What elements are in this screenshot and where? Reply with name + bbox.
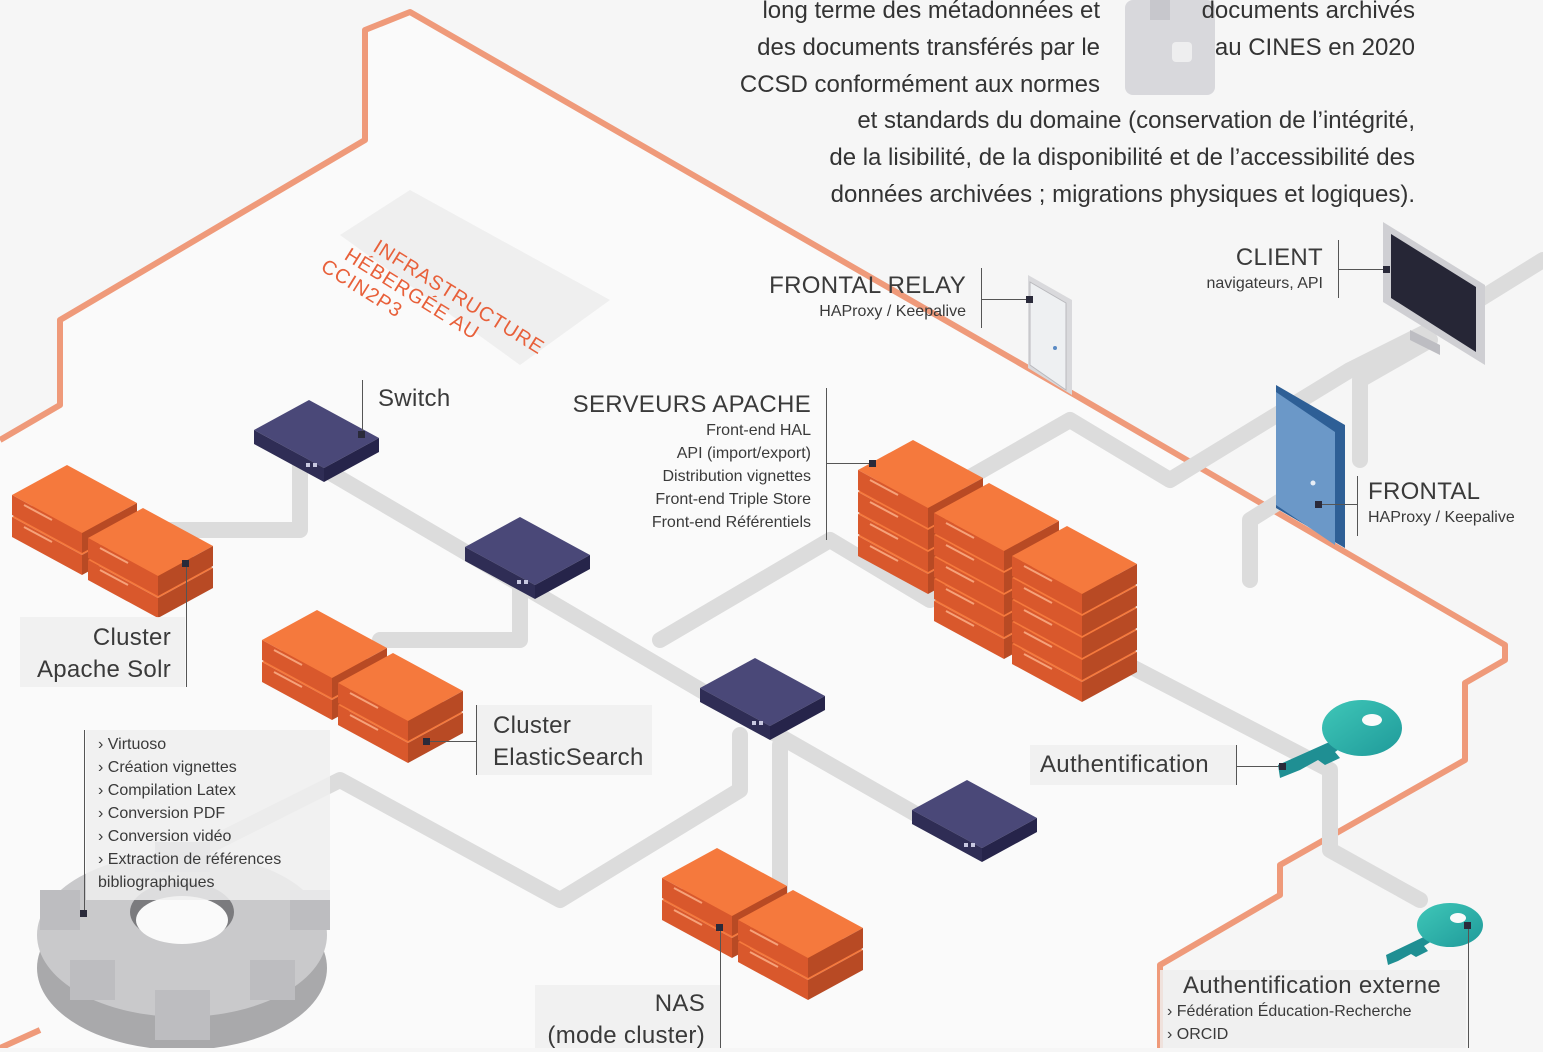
server-icon xyxy=(88,508,213,596)
processing-item: › Compilation Latex xyxy=(98,782,236,799)
archive-icon xyxy=(1125,0,1215,95)
elastic-line: Cluster xyxy=(493,712,572,739)
key-icon-auth xyxy=(1278,700,1402,778)
key-icon-external xyxy=(1386,903,1483,965)
intro-line: documents archivés xyxy=(1201,0,1415,24)
apache-item: Distribution vignettes xyxy=(662,468,811,485)
client-title: CLIENT xyxy=(1235,244,1323,271)
apache-title: SERVEURS APACHE xyxy=(572,391,811,418)
intro-right: documents archivés au CINES en 2020 xyxy=(1110,0,1415,66)
solr-label: Cluster Apache Solr xyxy=(37,622,171,686)
intro-bottom: et standards du domaine (conservation de… xyxy=(700,102,1415,213)
frontal-relay-subtitle: HAProxy / Keepalive xyxy=(819,303,966,320)
solr-line: Apache Solr xyxy=(36,656,171,683)
auth-external-label: Authentification externe › Fédération Éd… xyxy=(1167,972,1441,1046)
auth-external-title: Authentification externe xyxy=(1183,972,1442,999)
solr-line: Cluster xyxy=(92,624,171,651)
zone-label-plate xyxy=(340,190,610,365)
frontal-title: FRONTAL xyxy=(1368,478,1481,505)
switch-icon xyxy=(700,658,825,740)
processing-item: › Conversion PDF xyxy=(98,805,226,822)
elastic-label: Cluster ElasticSearch xyxy=(493,710,644,774)
apache-item: API (import/export) xyxy=(676,445,811,462)
intro-line: de la lisibilité, de la disponibilité et… xyxy=(829,144,1415,171)
intro-left: long terme des métadonnées et des docume… xyxy=(640,0,1100,103)
intro-line: et standards du domaine (conservation de… xyxy=(857,107,1415,134)
auth-external-item: › Fédération Éducation-Recherche xyxy=(1167,1003,1412,1020)
client-subtitle: navigateurs, API xyxy=(1206,275,1323,292)
processing-item: bibliographiques xyxy=(98,874,215,891)
frontal-relay-label: FRONTAL RELAY HAProxy / Keepalive xyxy=(769,272,966,323)
nas-label: NAS (mode cluster) xyxy=(547,988,705,1052)
zone-border-bottom xyxy=(0,1027,42,1048)
intro-line: des documents transférés par le xyxy=(757,34,1100,61)
frontal-subtitle: HAProxy / Keepalive xyxy=(1368,509,1515,526)
door-icon-relay xyxy=(1028,275,1072,395)
monitor-icon xyxy=(1383,222,1485,365)
intro-line: au CINES en 2020 xyxy=(1214,34,1415,61)
switch-icon xyxy=(465,517,590,599)
server-icon xyxy=(738,890,863,978)
apache-item: Front-end Triple Store xyxy=(655,491,811,508)
intro-line: données archivées ; migrations physiques… xyxy=(830,181,1415,208)
processing-item: › Création vignettes xyxy=(98,759,237,776)
apache-item: Front-end Référentiels xyxy=(651,514,811,531)
processing-item: › Conversion vidéo xyxy=(98,828,232,845)
processing-item: › Virtuoso xyxy=(98,736,167,753)
frontal-relay-title: FRONTAL RELAY xyxy=(769,272,966,299)
door-icon-frontal xyxy=(1276,385,1345,548)
switch-label: Switch xyxy=(378,385,451,412)
processing-item: › Extraction de références xyxy=(98,851,282,868)
switch-icon xyxy=(254,400,379,482)
intro-line: long terme des métadonnées et xyxy=(762,0,1100,24)
servers xyxy=(12,440,1137,1000)
auth-label: Authentification xyxy=(1040,751,1209,778)
server-icon xyxy=(338,653,463,741)
zone-border xyxy=(0,9,1508,1048)
apache-item: Front-end HAL xyxy=(706,422,811,439)
apache-label: SERVEURS APACHE Front-end HAL API (impor… xyxy=(573,391,811,534)
switch-icon xyxy=(912,780,1037,862)
nas-line: (mode cluster) xyxy=(547,1022,705,1049)
nas-line: NAS xyxy=(654,990,705,1017)
frontal-label: FRONTAL HAProxy / Keepalive xyxy=(1368,478,1515,529)
processing-list: › Virtuoso › Création vignettes › Compil… xyxy=(98,733,281,894)
server-icon xyxy=(1012,526,1137,614)
switches xyxy=(254,400,1037,862)
elastic-line: ElasticSearch xyxy=(493,744,644,771)
client-label: CLIENT navigateurs, API xyxy=(1206,244,1323,295)
auth-external-item: › ORCID xyxy=(1167,1026,1229,1043)
intro-line: CCSD conformément aux normes xyxy=(739,71,1100,98)
infrastructure-zone xyxy=(0,12,1505,1048)
